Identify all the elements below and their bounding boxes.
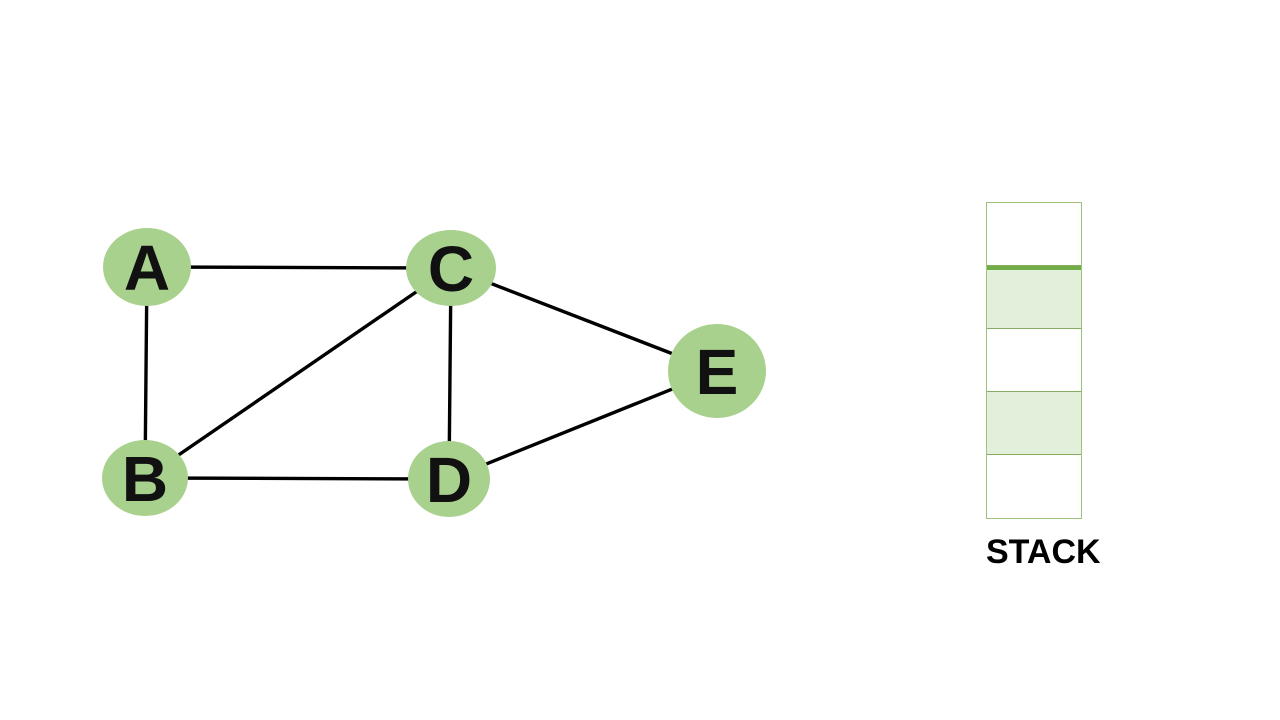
- graph-node-A: A: [103, 228, 191, 306]
- graph-node-circle-E: [668, 324, 766, 418]
- graph-node-label-C: C: [428, 233, 474, 305]
- stack-cell-4-highlighted: [987, 392, 1081, 455]
- graph-node-label-E: E: [696, 336, 739, 408]
- graph-node-B: B: [102, 440, 188, 516]
- graph-node-label-D: D: [426, 444, 472, 516]
- graph-node-E: E: [668, 324, 766, 418]
- stack-cell-3-empty: [987, 329, 1081, 392]
- stack-cells: [986, 202, 1082, 519]
- graph-node-label-A: A: [124, 232, 170, 304]
- stack-panel: STACK: [986, 202, 1101, 572]
- stack-cell-1-empty: [987, 203, 1081, 266]
- graph-edge-A-C: [145, 265, 453, 270]
- graph-node-circle-B: [102, 440, 188, 516]
- graph-node-circle-D: [408, 441, 490, 517]
- graph-node-label-B: B: [122, 443, 168, 515]
- stack-cell-5-empty: [987, 455, 1081, 518]
- graph-node-C: C: [406, 230, 496, 306]
- graph-node-D: D: [408, 441, 490, 517]
- graph-edge-B-C: [143, 266, 453, 480]
- graph-edge-B-D: [143, 476, 451, 481]
- graph-node-circle-C: [406, 230, 496, 306]
- graph-node-circle-A: [103, 228, 191, 306]
- graph-diagram: A B C D E: [102, 228, 766, 517]
- stack-label: STACK: [986, 533, 1101, 571]
- stack-cell-2-highlighted: [987, 266, 1081, 329]
